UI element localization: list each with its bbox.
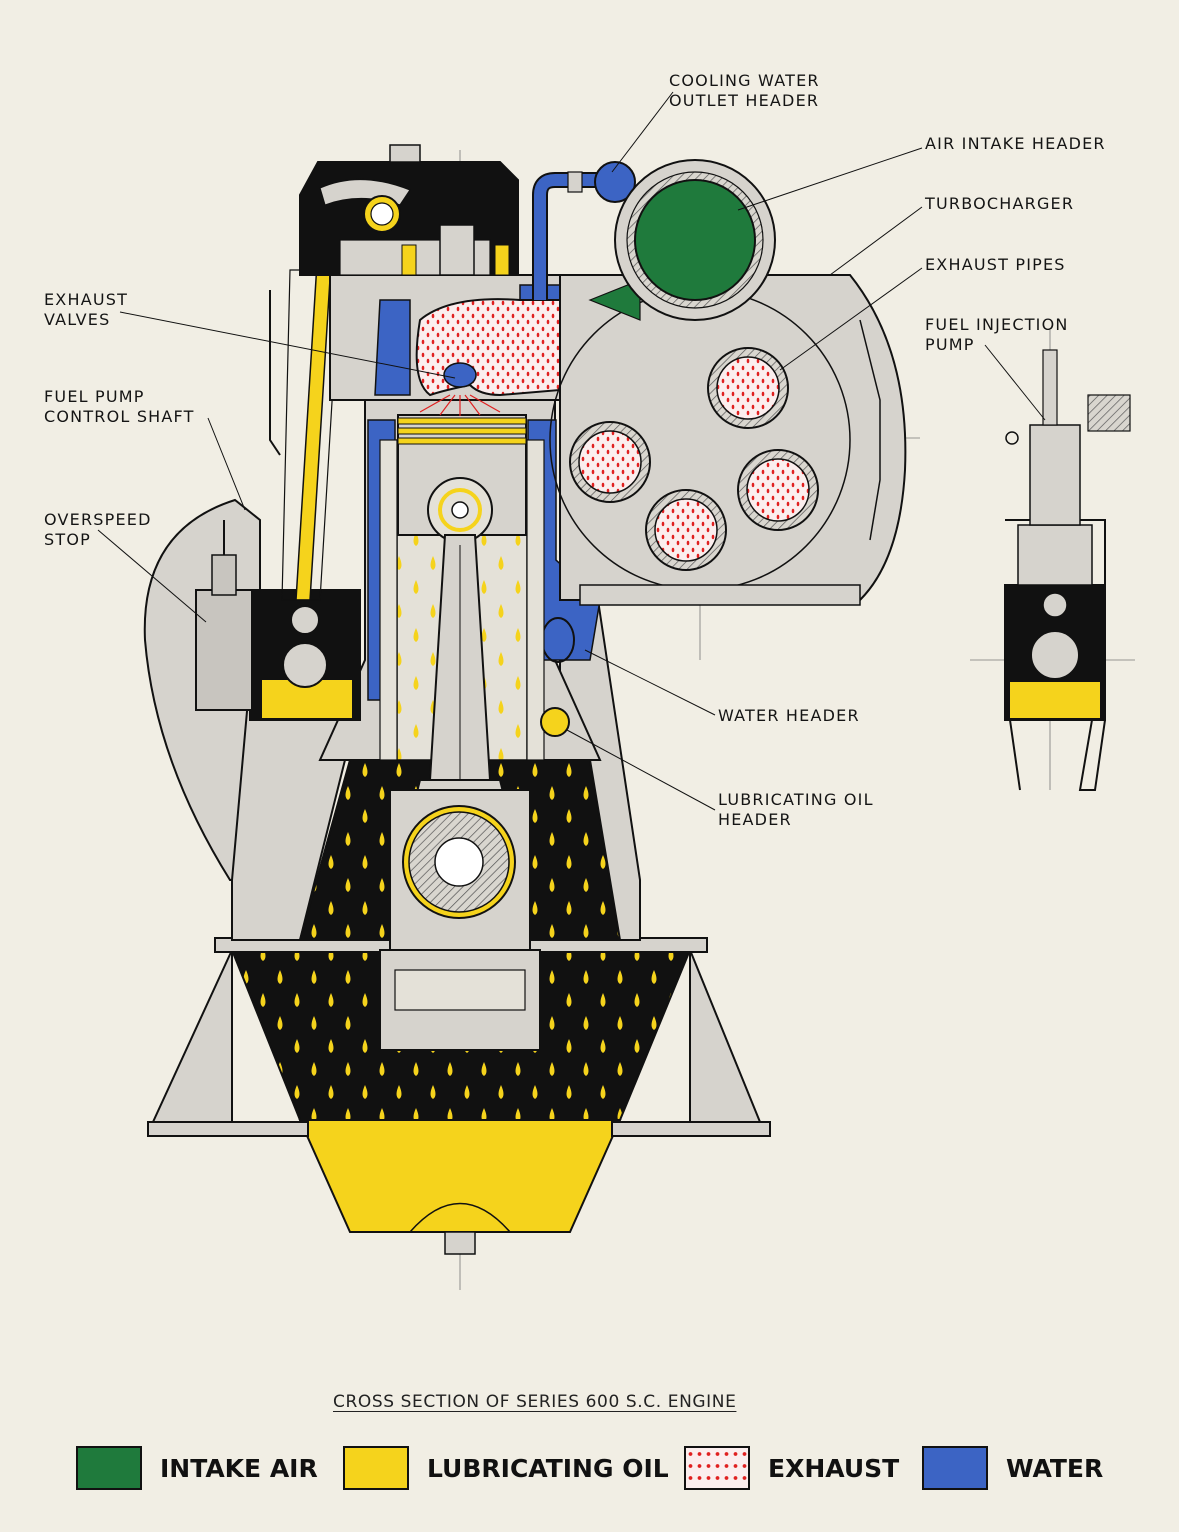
overspeed-stop-device (195, 520, 253, 711)
leader-lines (97, 91, 1046, 811)
fuel-line (269, 290, 281, 456)
piston (397, 414, 527, 543)
legend-swatch-lubricating-oil (343, 1446, 409, 1490)
water-outlet-pipe (532, 161, 636, 300)
label-exhaust-valves: EXHAUST VALVES (44, 290, 129, 329)
oil-pan (298, 1119, 622, 1255)
label-turbocharger: TURBOCHARGER (925, 194, 1075, 213)
legend-label-lubricating-oil: LUBRICATING OIL (427, 1453, 669, 1483)
legend-item-lubricating-oil: LUBRICATING OIL (343, 1446, 669, 1490)
rocker-cover (299, 144, 519, 276)
exhaust-pipe-group (569, 347, 819, 571)
legend-item-water: WATER (922, 1446, 1103, 1490)
legend-swatch-exhaust (684, 1446, 750, 1490)
headers (540, 584, 861, 737)
label-fuel-injection-pump: FUEL INJECTION PUMP (925, 315, 1069, 354)
legend-swatch-water (922, 1446, 988, 1490)
legend-label-intake-air: INTAKE AIR (160, 1453, 318, 1483)
legend-item-intake-air: INTAKE AIR (76, 1446, 318, 1490)
legend-swatch-intake-air (76, 1446, 142, 1490)
air-intake-header (614, 159, 776, 321)
label-overspeed-stop: OVERSPEED STOP (44, 510, 152, 549)
turbocharger-body (549, 274, 907, 601)
legend-item-exhaust: EXHAUST (684, 1446, 899, 1490)
base-wings (147, 949, 771, 1137)
label-air-intake-header: AIR INTAKE HEADER (925, 134, 1106, 153)
label-lubricating-oil-header: LUBRICATING OIL HEADER (718, 790, 874, 829)
crank-journal (389, 789, 531, 951)
label-water-header: WATER HEADER (718, 706, 860, 725)
fuel-injection-pump-view (1004, 349, 1131, 791)
label-fuel-pump-control-shaft: FUEL PUMP CONTROL SHAFT (44, 387, 195, 426)
legend-label-water: WATER (1006, 1453, 1104, 1483)
camshaft-housing (249, 589, 361, 721)
diagram-title: CROSS SECTION OF SERIES 600 S.C. ENGINE (333, 1392, 737, 1412)
label-cooling-water-outlet-header: COOLING WATER OUTLET HEADER (669, 71, 820, 110)
label-exhaust-pipes: EXHAUST PIPES (925, 255, 1066, 274)
legend-label-exhaust: EXHAUST (768, 1453, 900, 1483)
crank-web (379, 949, 541, 1051)
